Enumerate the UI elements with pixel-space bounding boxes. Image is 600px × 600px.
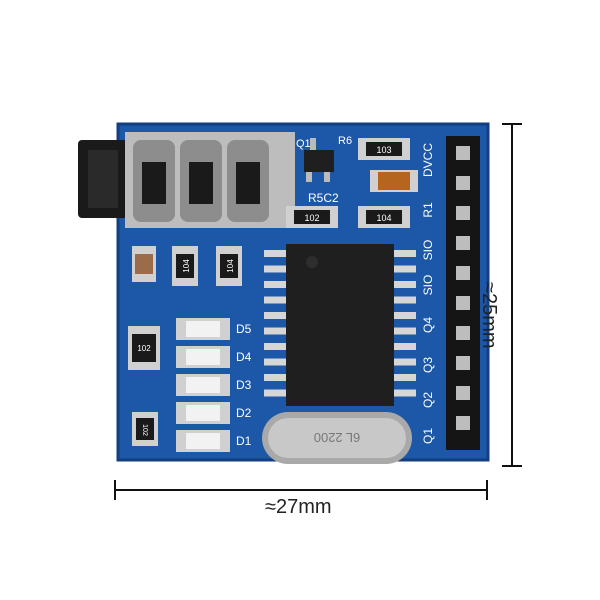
led-d1 <box>176 430 230 452</box>
transistor-q1 <box>304 138 334 182</box>
pin-label: SIO <box>421 240 435 261</box>
ic-pin <box>392 343 416 350</box>
main-ic <box>264 244 416 406</box>
ic-pin <box>264 374 288 381</box>
pin-label: Q3 <box>421 357 435 373</box>
pin-label: SIO <box>421 275 435 296</box>
ic-pin <box>264 281 288 288</box>
label-r6: R6 <box>338 135 352 147</box>
ic-pin <box>392 296 416 304</box>
svg-text:103: 103 <box>376 145 391 155</box>
pin-header <box>446 136 480 450</box>
ic-pin <box>392 265 416 273</box>
header-pin <box>456 296 470 310</box>
svg-text:102: 102 <box>137 344 151 353</box>
ic-pin <box>392 281 416 288</box>
label-d3: D3 <box>236 378 252 392</box>
ic-pin <box>264 389 288 397</box>
label-r5c2: R5C2 <box>308 191 339 205</box>
svg-text:104: 104 <box>226 259 235 273</box>
width-label: ≈27mm <box>265 496 332 518</box>
ic-pin <box>392 250 416 257</box>
ic-pin <box>264 358 288 366</box>
resistor-102-top: 102 <box>286 206 338 228</box>
header-pin <box>456 146 470 160</box>
resistor-104-b: 104 <box>216 246 242 286</box>
label-d1: D1 <box>236 434 252 448</box>
ic-pin <box>264 265 288 273</box>
led-array <box>176 318 230 452</box>
svg-text:102: 102 <box>304 213 319 223</box>
svg-text:102: 102 <box>141 424 148 436</box>
header-pin <box>456 176 470 190</box>
svg-text:6L 2200: 6L 2200 <box>314 430 361 445</box>
height-label: ≈25mm <box>478 282 500 349</box>
label-q1: Q1 <box>296 138 311 150</box>
pin-label: DVCC <box>421 143 435 177</box>
ic-pin <box>392 327 416 335</box>
ic-pin <box>264 343 288 350</box>
led-d2 <box>176 402 230 424</box>
led-d5 <box>176 318 230 340</box>
width-dimension-line <box>114 480 488 500</box>
pin-label: Q1 <box>421 428 435 444</box>
ic-pin <box>264 312 288 319</box>
ic-pin <box>264 250 288 257</box>
crystal-oscillator: 6L 2200 <box>262 412 412 464</box>
header-pin <box>456 386 470 400</box>
header-pin <box>456 356 470 370</box>
label-d2: D2 <box>236 406 252 420</box>
height-dimension-line <box>502 123 522 467</box>
header-pin <box>456 266 470 280</box>
ic-pin <box>392 389 416 397</box>
pin-label: Q2 <box>421 392 435 408</box>
pin-label: R1 <box>421 202 435 218</box>
ic-pin <box>392 358 416 366</box>
label-d5: D5 <box>236 322 252 336</box>
header-pin <box>456 416 470 430</box>
label-d4: D4 <box>236 350 252 364</box>
ic-pin <box>392 374 416 381</box>
pin-label: Q4 <box>421 317 435 333</box>
header-pin <box>456 236 470 250</box>
resistor-102-left: 102 <box>128 326 160 370</box>
ic-pin <box>264 296 288 304</box>
resistor-102-bottom: 102 <box>132 412 158 446</box>
audio-jack <box>78 132 295 228</box>
led-d3 <box>176 374 230 396</box>
svg-text:104: 104 <box>376 213 391 223</box>
resistor-104-top: 104 <box>358 206 410 228</box>
led-d4 <box>176 346 230 368</box>
header-pin <box>456 326 470 340</box>
ic-pin <box>264 327 288 335</box>
smd-capacitor-left <box>132 246 156 282</box>
capacitor <box>370 170 418 192</box>
svg-text:104: 104 <box>182 259 191 273</box>
resistor-104-a: 104 <box>172 246 198 286</box>
resistor-103: 103 <box>358 138 410 160</box>
header-pin <box>456 206 470 220</box>
ic-pin <box>392 312 416 319</box>
